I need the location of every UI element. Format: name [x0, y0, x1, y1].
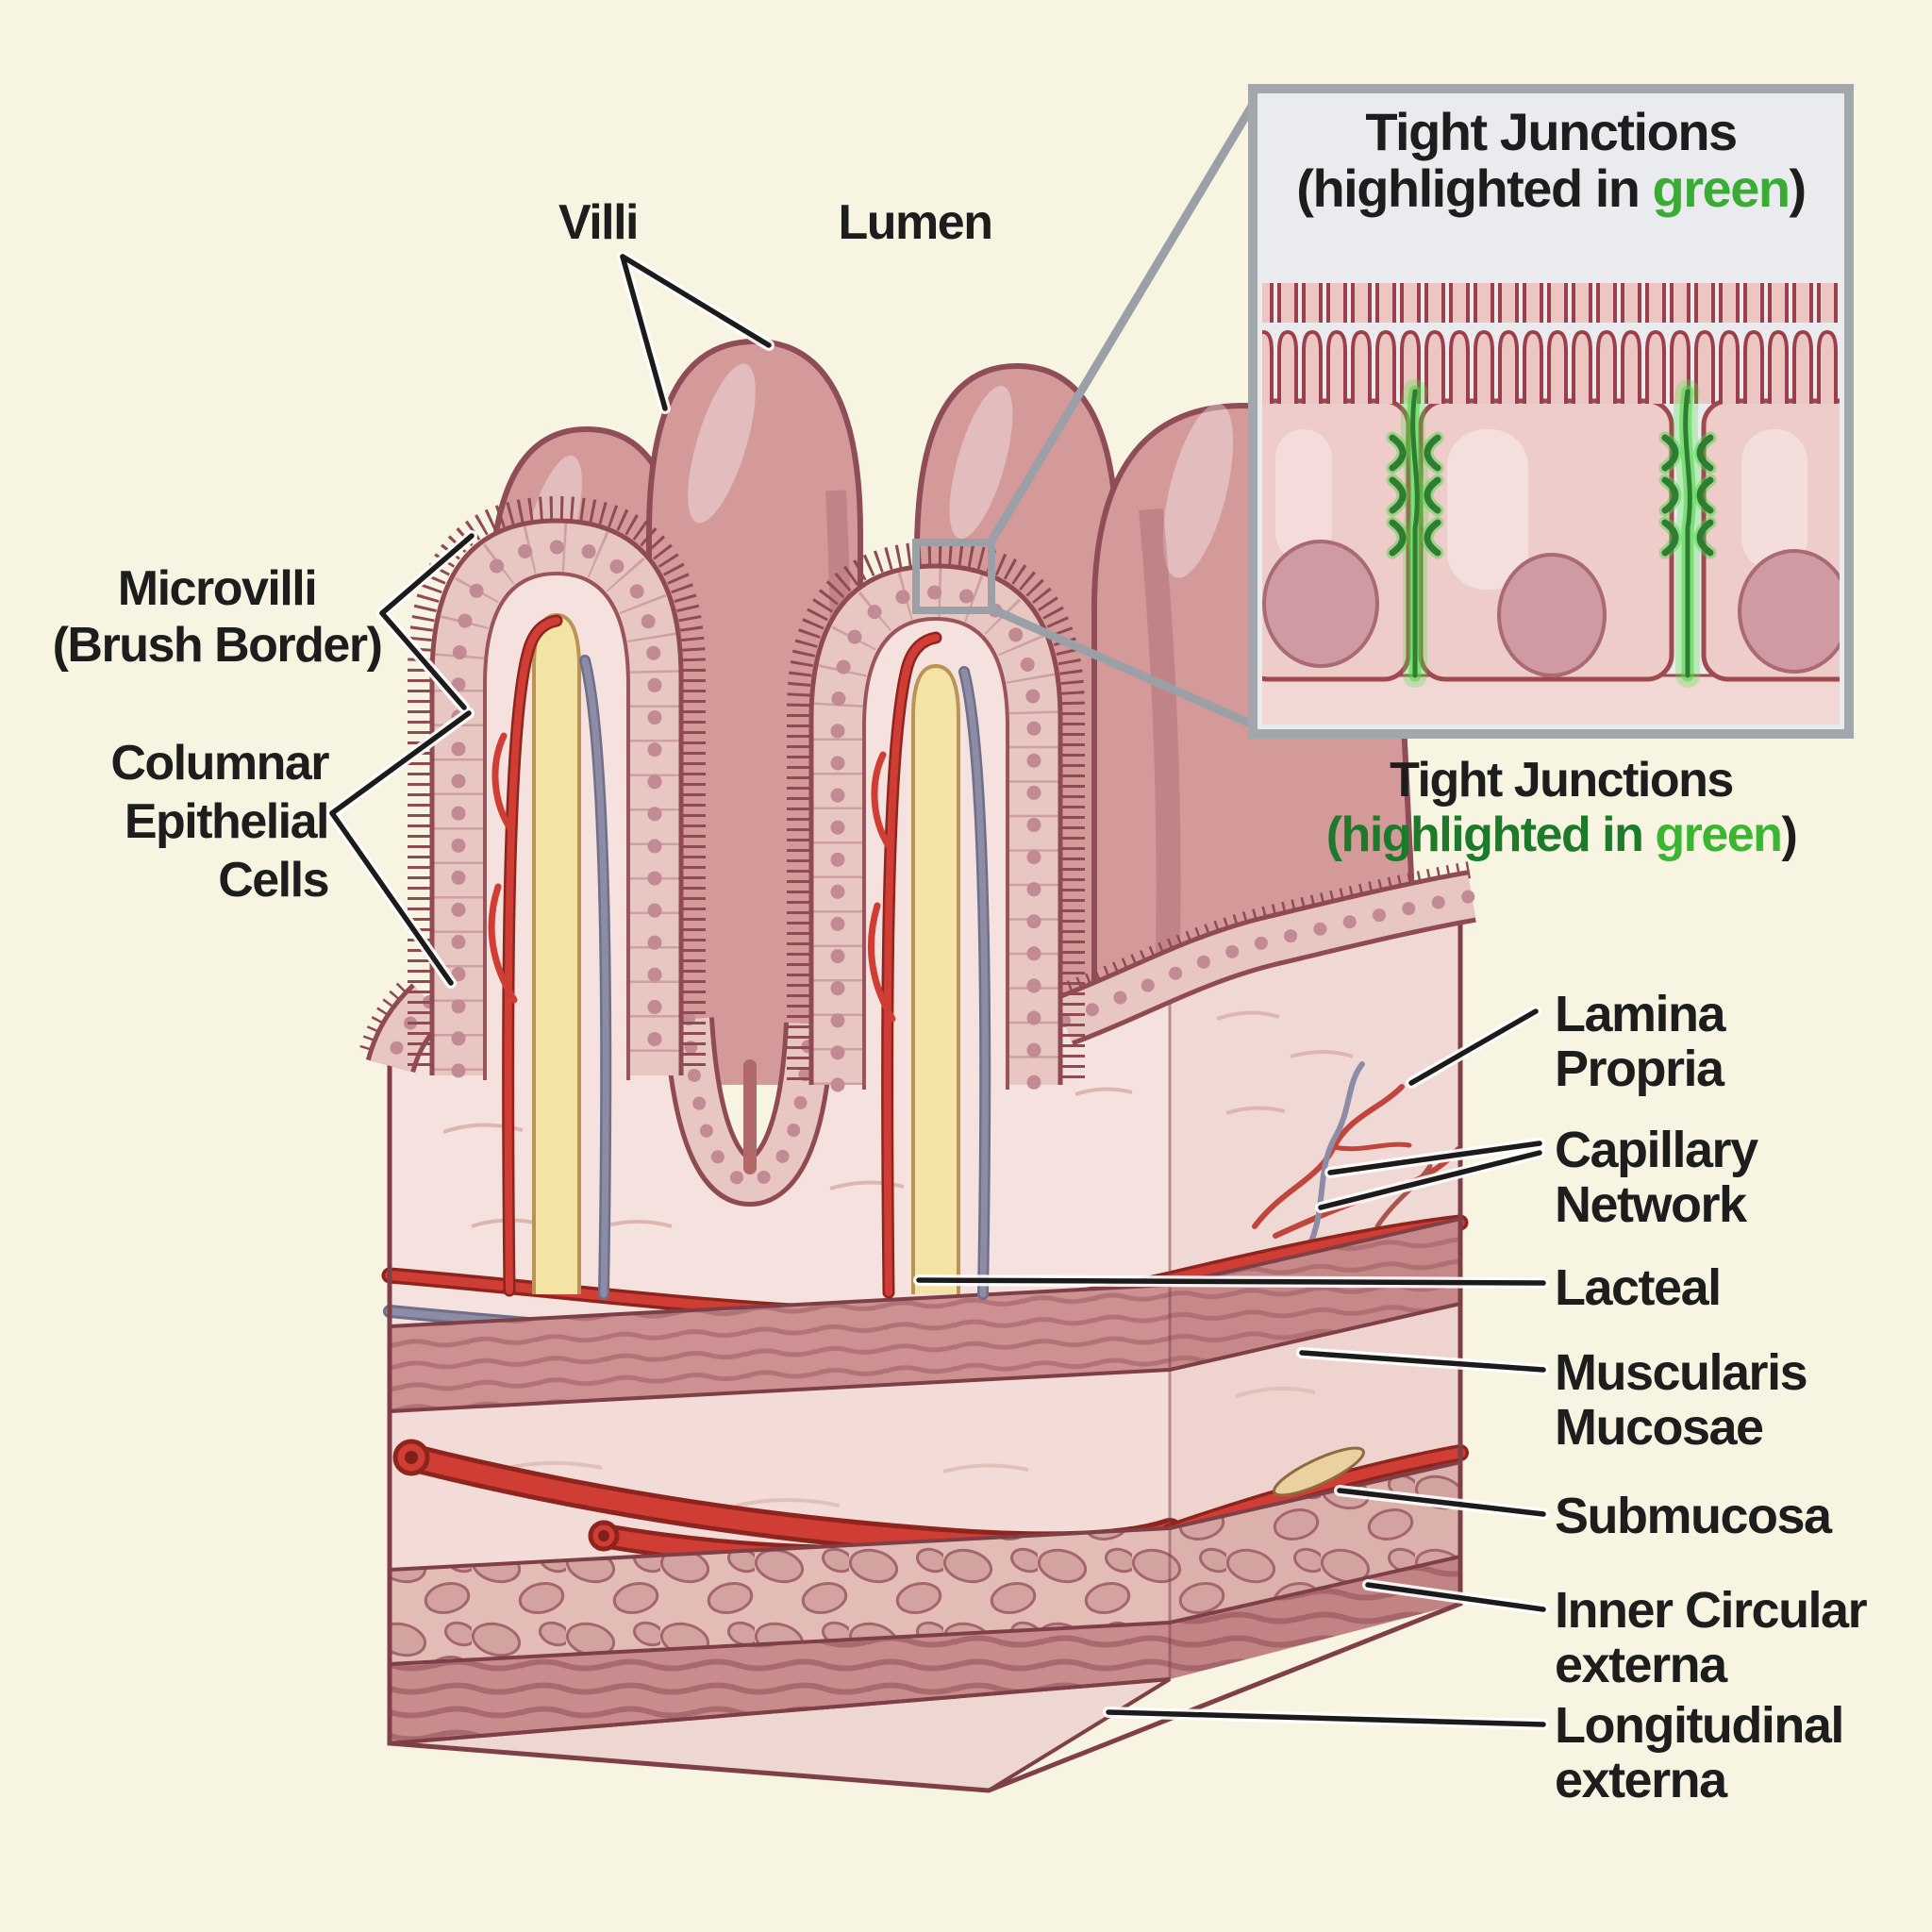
leader-longitudinal	[1106, 1709, 1546, 1727]
label-inner-circular-externa: Inner Circular externa	[1555, 1582, 1868, 1693]
label-villi: Villi	[504, 196, 692, 249]
inset-caption-line2: (highlighted in green)	[1325, 808, 1798, 862]
leader-capillary-2	[1318, 1150, 1542, 1210]
leader-inner-circular	[1365, 1582, 1546, 1612]
inset-title-green-word: green	[1652, 158, 1791, 218]
tight-junction-inset	[1248, 84, 1854, 739]
sectioned-villus-left	[408, 495, 706, 1300]
leader-columnar-2	[329, 810, 454, 986]
inset-border	[1248, 84, 1854, 739]
leader-villi-1	[620, 254, 772, 348]
inset-caption: Tight Junctions (highlighted in green)	[1269, 753, 1854, 862]
zoom-connector-top	[987, 95, 1260, 545]
villus-vessels-right	[867, 631, 991, 1300]
inset-caption-green-word: green	[1655, 808, 1783, 862]
label-columnar-epithelial-cells: Columnar Epithelial Cells	[110, 736, 329, 908]
epithelial-nuclei	[451, 540, 662, 1078]
label-submucosa: Submucosa	[1555, 1488, 1832, 1544]
inset-title: Tight Junctions (highlighted in green)	[1262, 104, 1840, 217]
crypt	[663, 1012, 835, 1208]
epithelial-nuclei	[830, 585, 1041, 1092]
leader-columnar-1	[329, 710, 472, 816]
label-longitudinal-externa: Longitudinal externa	[1555, 1697, 1844, 1808]
label-lamina-propria: Lamina Propria	[1555, 986, 1726, 1097]
leader-capillary-1	[1327, 1141, 1542, 1175]
submucosa-spindle-cell	[1273, 1446, 1365, 1497]
leader-lacteal	[916, 1277, 1546, 1286]
leader-submucosa	[1337, 1488, 1546, 1517]
label-villi-text: Villi	[558, 195, 640, 250]
inset-title-line2: (highlighted in green)	[1296, 158, 1807, 218]
zoom-source-square	[912, 539, 995, 614]
cell-nuclei	[1262, 540, 1840, 677]
leader-microvilli-1	[379, 533, 475, 616]
inset-caption-line1: Tight Junctions	[1390, 753, 1734, 808]
surface-epithelium	[358, 861, 1478, 1074]
villus-vessels-left	[488, 614, 612, 1300]
lacteal-left	[534, 615, 579, 1294]
sectioned-villus-right	[787, 541, 1085, 1300]
leader-muscularis	[1299, 1350, 1546, 1373]
lacteal-right	[913, 666, 958, 1294]
label-lumen: Lumen	[811, 196, 1019, 249]
label-lacteal: Lacteal	[1555, 1259, 1722, 1316]
tight-junctions	[1386, 379, 1717, 688]
leader-lamina-propria	[1408, 1008, 1539, 1086]
inset-microvilli	[1262, 283, 1840, 404]
leader-villi-2	[620, 254, 668, 411]
label-microvilli: Microvilli (Brush Border)	[52, 561, 383, 673]
leader-lines	[326, 251, 1549, 1730]
label-muscularis-mucosae: Muscularis Mucosae	[1555, 1344, 1808, 1456]
zoom-callout	[912, 95, 1260, 731]
inner-circular-layer	[390, 1462, 1460, 1664]
zoom-connector-bottom	[989, 604, 1258, 731]
inset-title-line1: Tight Junctions	[1365, 102, 1738, 161]
label-lumen-text: Lumen	[838, 195, 993, 250]
leader-microvilli-2	[379, 610, 467, 710]
label-capillary-network: Capillary Network	[1555, 1122, 1758, 1233]
